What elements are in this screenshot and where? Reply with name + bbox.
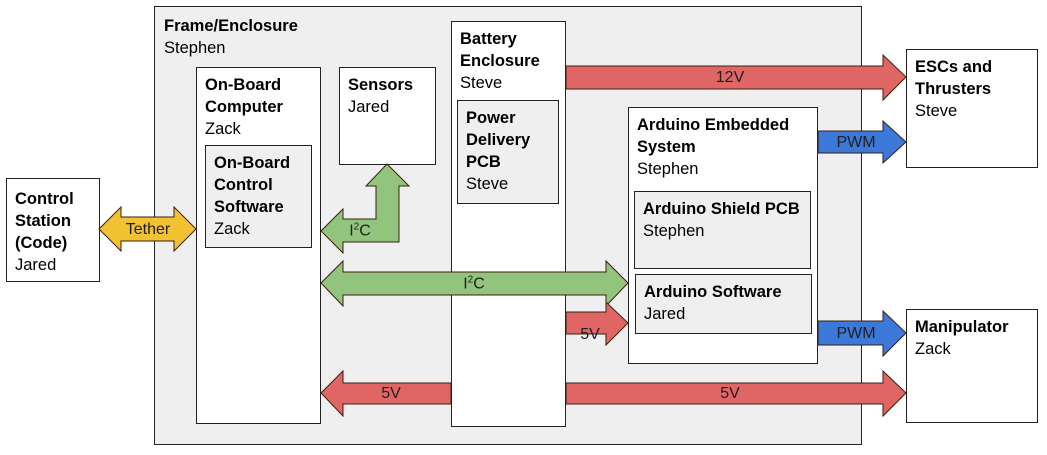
block-owner: Zack (915, 340, 951, 358)
block-owner: Stephen (164, 39, 226, 57)
i2c-sensors-label: I2C (349, 222, 371, 241)
i2c-main-text: I (463, 275, 468, 293)
manipulator-block: Manipulator Zack (906, 309, 1038, 423)
arduino-software-block: Arduino Software Jared (635, 274, 812, 334)
block-owner: Steve (466, 175, 509, 193)
block-title: Manipulator (915, 318, 1009, 336)
block-owner: Steve (460, 74, 503, 92)
i2c-main-text: I (349, 222, 354, 240)
block-owner: Jared (15, 256, 57, 274)
block-owner: Stephen (637, 160, 699, 178)
pwm-escs-label: PWM (836, 134, 876, 151)
block-title: On-Board Computer (205, 76, 283, 116)
block-title: Arduino Shield PCB (643, 200, 800, 218)
power-5v-manipulator-label: 5V (720, 385, 740, 402)
escs-thrusters-block: ESCs and Thrusters Steve (906, 49, 1038, 168)
control-station-block: Control Station (Code) Jared (6, 178, 100, 282)
i2c-tail-text: C (473, 275, 485, 293)
block-owner: Zack (205, 120, 241, 138)
sensors-block: Sensors Jared (339, 67, 436, 165)
block-title: Arduino Embedded System (637, 116, 790, 156)
power-12v-label: 12V (715, 69, 745, 86)
block-title: On-Board Control Software (214, 154, 291, 216)
pwm-manipulator-label: PWM (836, 325, 876, 342)
power-delivery-pcb-block: Power Delivery PCB Steve (457, 100, 559, 204)
block-title: Battery Enclosure (460, 30, 540, 70)
i2c-superscript: 2 (353, 221, 360, 233)
i2c-superscript: 2 (467, 274, 474, 286)
block-owner: Jared (644, 305, 686, 323)
block-owner: Zack (214, 220, 250, 238)
block-title: Arduino Software (644, 283, 782, 301)
block-title: ESCs and Thrusters (915, 58, 993, 98)
i2c-main-label: I2C (463, 275, 485, 294)
power-5v-arduino-label: 5V (580, 326, 600, 343)
block-owner: Stephen (643, 222, 705, 240)
battery-enclosure-block: Battery Enclosure Steve (451, 21, 566, 427)
block-title: Control Station (Code) (15, 190, 74, 252)
block-title: Frame/Enclosure (164, 17, 298, 35)
arduino-shield-pcb-block: Arduino Shield PCB Stephen (634, 191, 811, 269)
power-5v-computer-label: 5V (381, 385, 401, 402)
tether-label: Tether (125, 221, 171, 238)
block-title: Sensors (348, 76, 414, 94)
block-title: Power Delivery PCB (466, 109, 531, 171)
i2c-tail-text: C (359, 222, 371, 240)
block-owner: Jared (348, 98, 390, 116)
block-owner: Steve (915, 102, 958, 120)
onboard-control-software-block: On-Board Control Software Zack (205, 145, 312, 248)
